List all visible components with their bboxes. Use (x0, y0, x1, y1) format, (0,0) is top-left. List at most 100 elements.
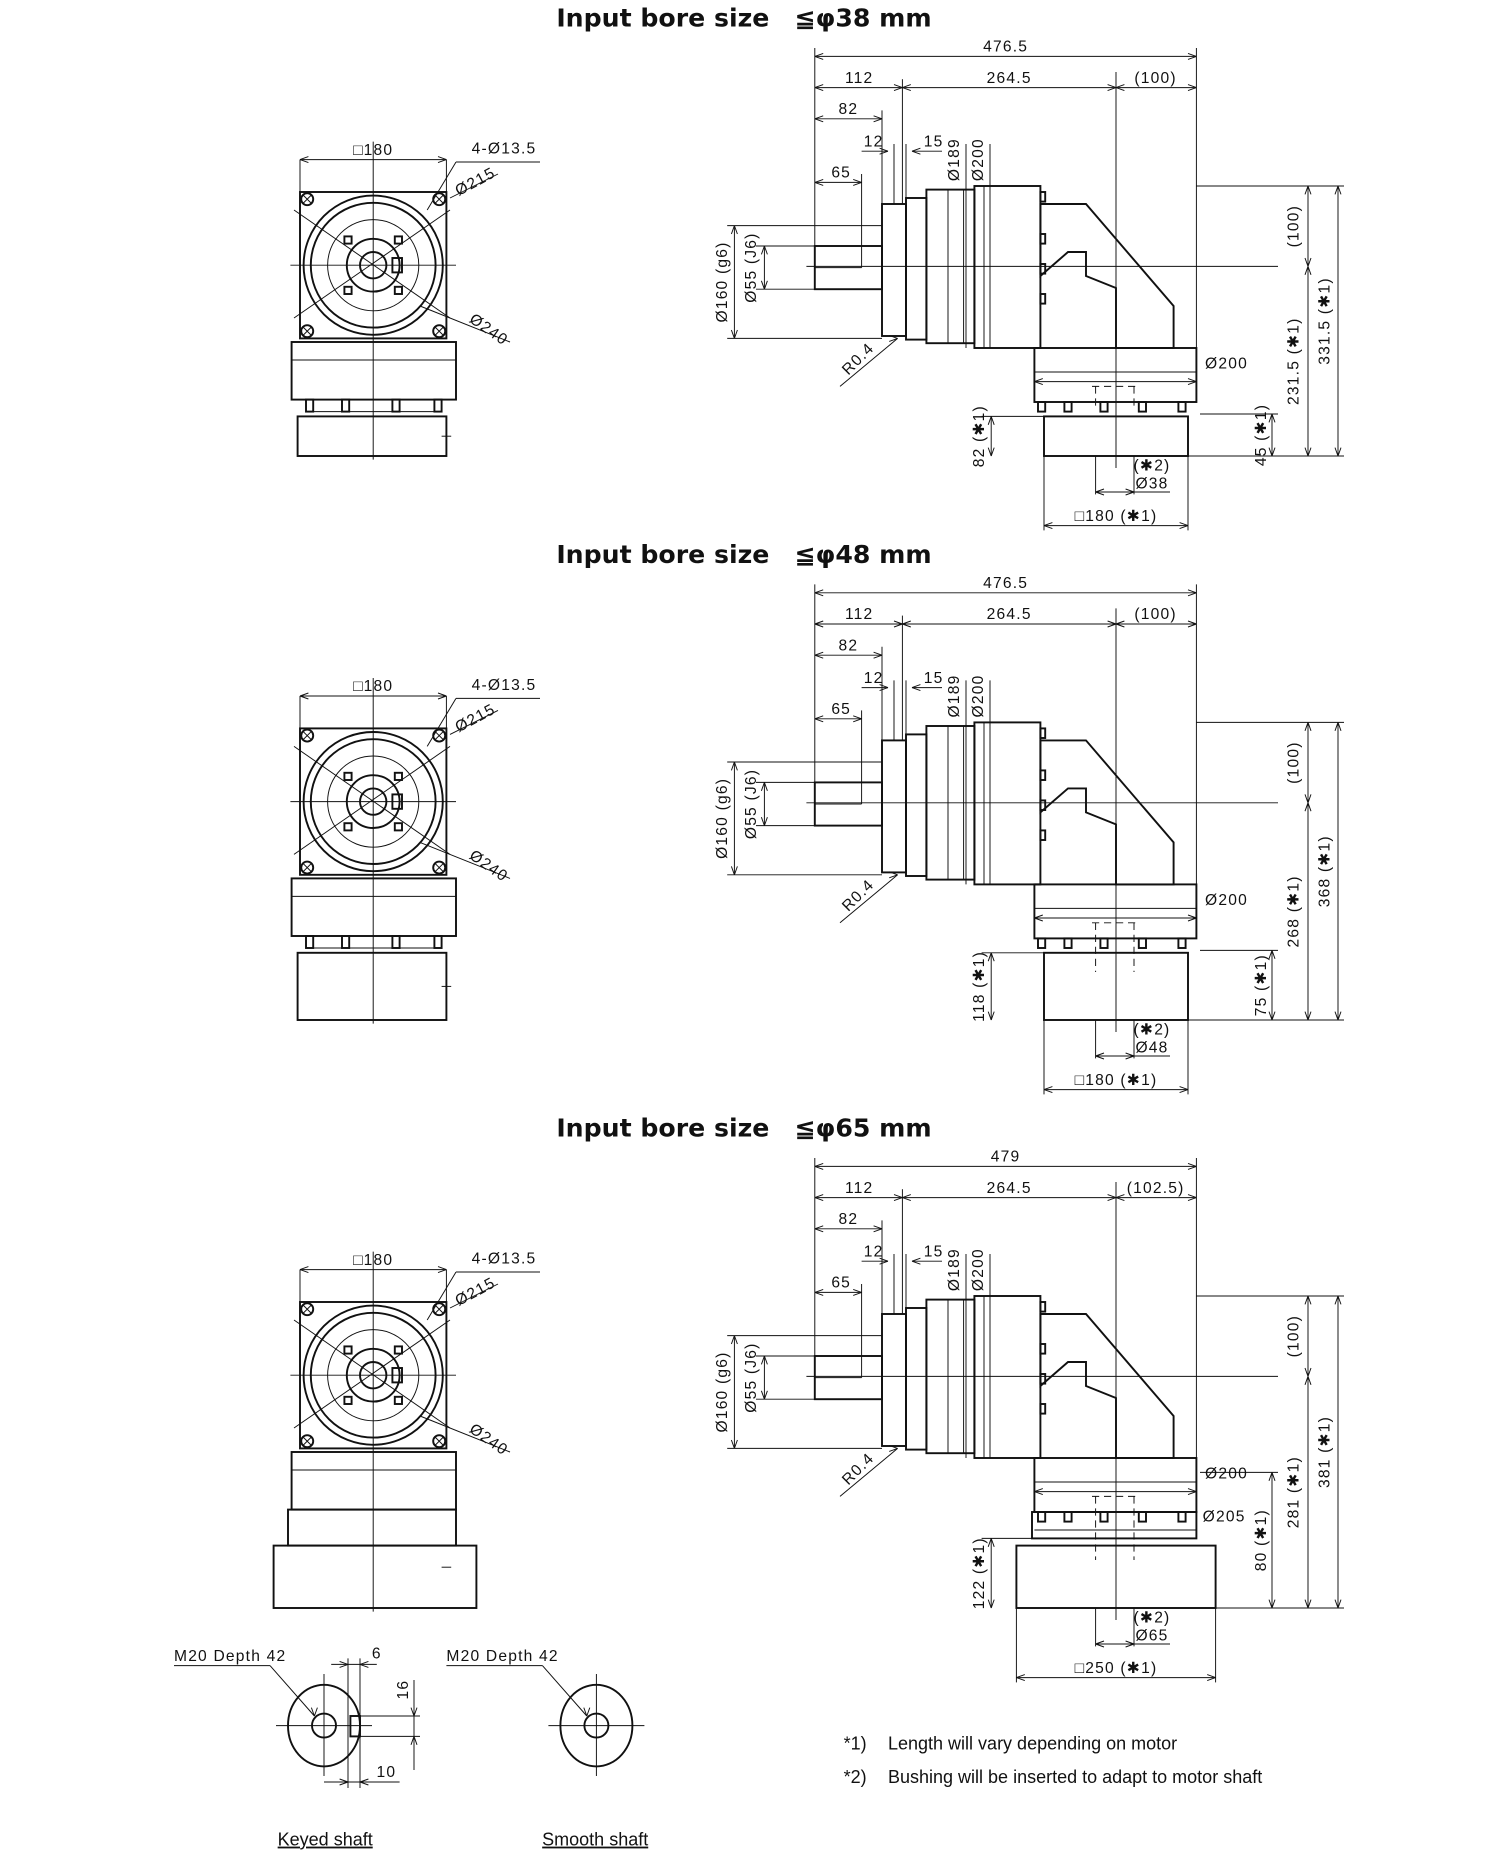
dimension-label: □180 (353, 142, 393, 159)
hole-mark (434, 730, 445, 741)
arrowhead (1095, 1052, 1105, 1060)
arrowhead (730, 1335, 738, 1345)
dimension-label: □180 (✱1) (1075, 1072, 1158, 1089)
arrowhead (760, 817, 768, 826)
section-title: Input bore size ≦φ48 mm (556, 540, 931, 569)
arrowhead (893, 1194, 903, 1202)
arrowhead (1115, 1194, 1125, 1202)
gearbox-base (1033, 1457, 1198, 1513)
arrowhead (987, 952, 995, 962)
leader (426, 161, 457, 211)
dimension-horizontal: □180 (✱1) (1043, 508, 1189, 530)
arrowhead (730, 866, 738, 875)
leader (426, 1271, 457, 1321)
arrowhead (1043, 1086, 1053, 1094)
arrowhead (1016, 1674, 1025, 1682)
dimension-horizontal: □180 (299, 142, 447, 164)
arrowhead (1095, 1640, 1105, 1648)
dimension-label: Ø240 (466, 311, 511, 350)
section-title: Input bore size ≦φ65 mm (556, 1113, 931, 1142)
dimension-label: 12 (864, 1243, 884, 1260)
arrowhead (879, 147, 889, 155)
dimension-vertical: 118 (✱1) (971, 951, 995, 1022)
tapped-hole (393, 822, 403, 832)
arrowhead (1304, 1599, 1312, 1609)
arrowhead (730, 1439, 738, 1449)
dimension-label: Ø55 (J6) (743, 769, 760, 839)
arrowhead (1095, 488, 1105, 496)
arrowhead (1268, 1011, 1276, 1021)
bolt-hole (300, 860, 315, 875)
leader (839, 1448, 898, 1497)
bolt-hole (300, 324, 315, 339)
bolt-hole (300, 192, 315, 207)
dimension-label: Ø215 (453, 164, 499, 199)
dimension-label: 112 (845, 70, 873, 87)
dimension-label: (100) (1285, 1315, 1302, 1357)
arrowhead (1034, 378, 1043, 386)
arrowhead (1115, 84, 1125, 92)
dimension-label: 65 (831, 165, 851, 182)
adapter-flange (1031, 1511, 1198, 1540)
dimension-label: 82 (839, 1211, 859, 1228)
dimension-label: 82 (839, 637, 859, 654)
arrowhead (1304, 794, 1312, 803)
arrowhead (339, 1778, 349, 1786)
dimension-label: Ø55 (J6) (743, 232, 760, 302)
arrowhead (814, 1288, 824, 1296)
thread-label: M20 Depth 42 (446, 1648, 558, 1665)
dimension-vertical: 82 (✱1) (971, 405, 995, 467)
dimension-label: Ø215 (453, 1274, 499, 1309)
dimension-label: Ø240 (466, 1421, 511, 1460)
motor-block (272, 1544, 478, 1609)
bolt-head (1039, 1301, 1047, 1313)
dimension-horizontal: 82 (814, 1211, 883, 1233)
dimension-label: 65 (831, 1275, 851, 1292)
dimension-label: □250 (✱1) (1075, 1660, 1158, 1677)
tapped-hole (393, 285, 403, 295)
motor-bolt (1137, 1511, 1147, 1523)
leader (449, 1283, 499, 1309)
leader (419, 305, 511, 343)
arrowhead (814, 651, 824, 659)
arrowhead (1107, 620, 1117, 628)
arrowhead (853, 715, 862, 723)
smooth-shaft-detail: M20 Depth 42 (446, 1648, 645, 1776)
bolt-head (1039, 829, 1047, 841)
dimension-vertical: Ø160 (g6) (714, 761, 738, 875)
tapped-hole (343, 822, 353, 832)
arrowhead (987, 447, 995, 457)
bolt-head (1039, 191, 1047, 203)
arrowhead (1187, 1162, 1197, 1170)
dimension-label: 12 (864, 670, 884, 687)
bolt-hole (432, 324, 447, 339)
tapped-hole (393, 235, 403, 245)
motor-bolt (1037, 401, 1047, 413)
dimension-label: 82 (✱1) (971, 405, 988, 467)
dimension-label: Ø38 (1135, 475, 1168, 492)
arrowhead (760, 280, 768, 290)
hole-mark (302, 730, 313, 741)
gearbox-base (1033, 883, 1198, 940)
arrowhead (873, 651, 883, 659)
arrowhead (583, 1707, 591, 1717)
arrowhead (1187, 1194, 1197, 1202)
thread-label: M20 Depth 42 (174, 1648, 286, 1665)
motor-block (296, 951, 448, 1021)
arrowhead (873, 1225, 883, 1233)
motor-bolt (391, 935, 401, 949)
footnote-text: Length will vary depending on motor (888, 1734, 1177, 1754)
arrowhead (1187, 52, 1197, 60)
dimension-horizontal: 479 (814, 1149, 1197, 1170)
dimension-label: (100) (1134, 70, 1176, 87)
dimension-label: □180 (353, 678, 393, 695)
arrowhead (1034, 914, 1043, 922)
arrowhead (1107, 84, 1117, 92)
diagonal (293, 209, 451, 319)
dimension-label: 381 (✱1) (1317, 1416, 1334, 1488)
arrowhead (1268, 413, 1276, 423)
key-height-label: 16 (395, 1680, 412, 1700)
arrowhead (814, 84, 824, 92)
dimension-label: 264.5 (987, 606, 1032, 623)
